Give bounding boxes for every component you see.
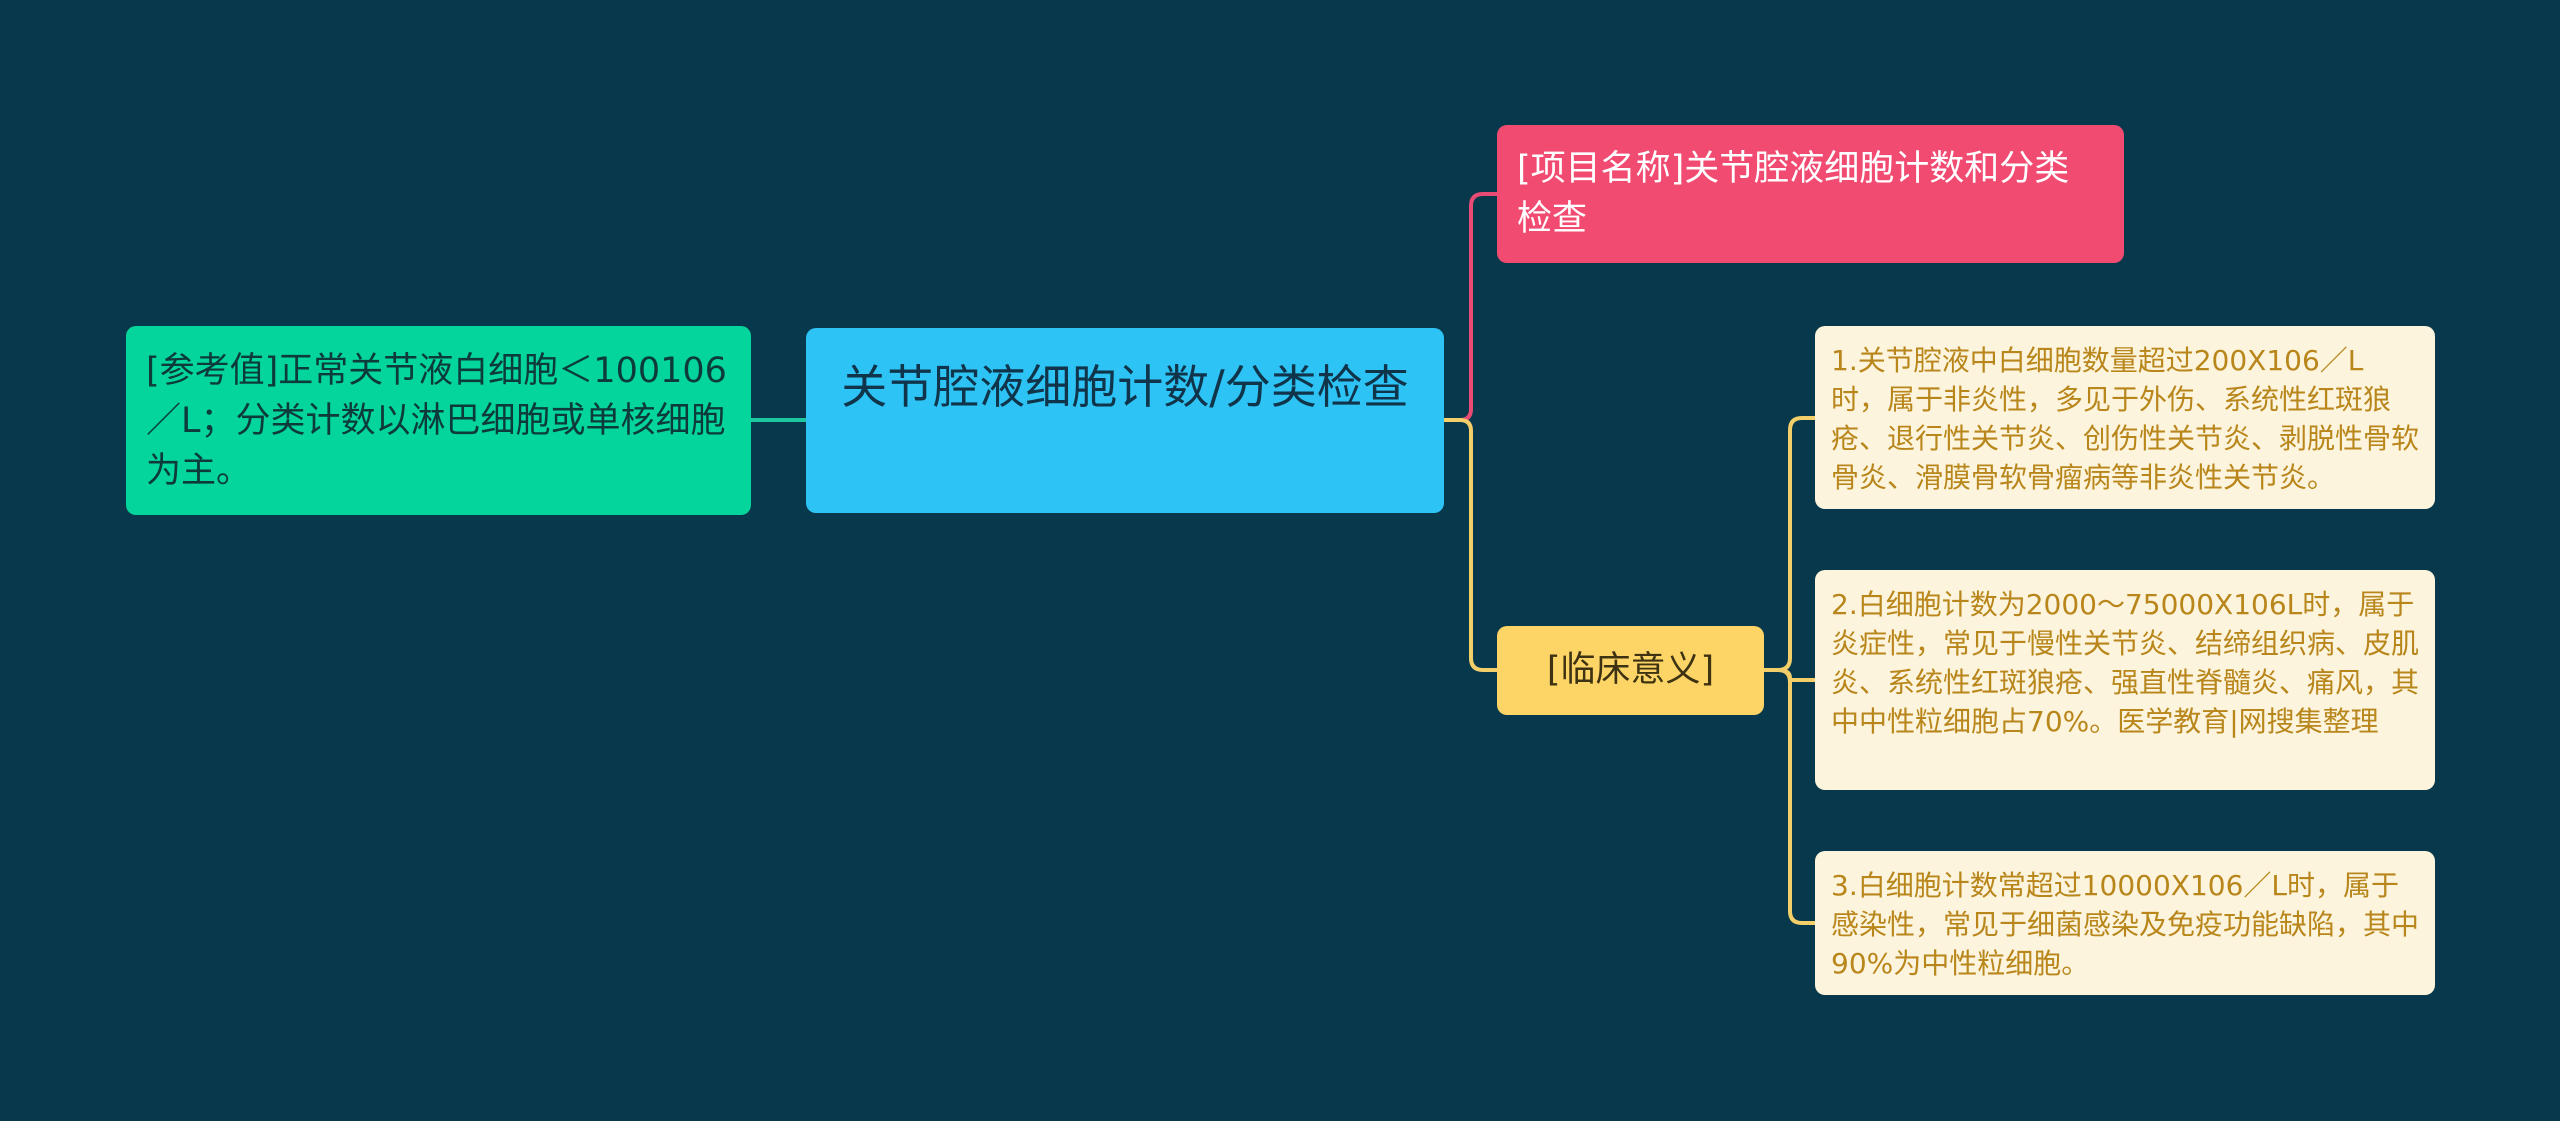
link-clinical-detail-3 bbox=[1764, 668, 1815, 925]
reference-value-node[interactable]: [参考值]正常关节液白细胞＜100106／L；分类计数以淋巴细胞或单核细胞为主。 bbox=[126, 326, 751, 515]
root-topic-node[interactable]: 关节腔液细胞计数/分类检查 bbox=[806, 328, 1444, 513]
clinical-detail-text-1: 1.关节腔液中白细胞数量超过200X106／L时，属于非炎性，多见于外伤、系统性… bbox=[1831, 344, 2420, 494]
project-name-node[interactable]: [项目名称]关节腔液细胞计数和分类检查 bbox=[1497, 125, 2124, 263]
clinical-significance-node[interactable]: [临床意义] bbox=[1497, 626, 1764, 715]
root-topic-text: 关节腔液细胞计数/分类检查 bbox=[841, 360, 1409, 414]
clinical-detail-node-1[interactable]: 1.关节腔液中白细胞数量超过200X106／L时，属于非炎性，多见于外伤、系统性… bbox=[1815, 326, 2435, 509]
clinical-detail-node-3[interactable]: 3.白细胞计数常超过10000X106／L时，属于感染性，常见于细菌感染及免疫功… bbox=[1815, 851, 2435, 995]
clinical-significance-text: [临床意义] bbox=[1546, 650, 1715, 690]
link-root-clinical bbox=[1444, 418, 1497, 672]
clinical-detail-text-2: 2.白细胞计数为2000～75000X106L时，属于炎症性，常见于慢性关节炎、… bbox=[1831, 588, 2420, 738]
clinical-detail-node-2[interactable]: 2.白细胞计数为2000～75000X106L时，属于炎症性，常见于慢性关节炎、… bbox=[1815, 570, 2435, 790]
clinical-detail-text-3: 3.白细胞计数常超过10000X106／L时，属于感染性，常见于细菌感染及免疫功… bbox=[1831, 869, 2420, 980]
link-root-project-name bbox=[1444, 192, 1497, 422]
link-clinical-detail-1 bbox=[1764, 416, 1815, 672]
project-name-text: [项目名称]关节腔液细胞计数和分类检查 bbox=[1517, 149, 2070, 239]
reference-value-text: [参考值]正常关节液白细胞＜100106／L；分类计数以淋巴细胞或单核细胞为主。 bbox=[146, 351, 727, 491]
